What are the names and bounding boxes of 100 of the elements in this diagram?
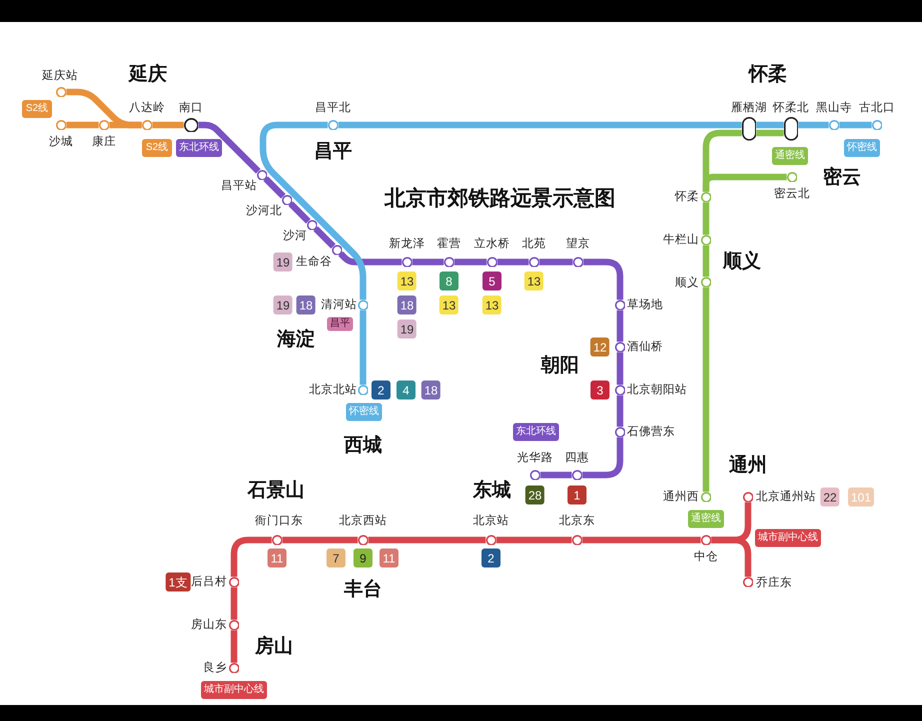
- line-number-tag: 4: [396, 380, 416, 400]
- station-name: 房山东: [191, 618, 227, 632]
- rail-line: [616, 395, 624, 427]
- district-name: 石景山: [248, 480, 304, 502]
- station-name: 牛栏山: [663, 233, 699, 247]
- rail-line: [582, 437, 624, 478]
- station-name: 立水桥: [474, 237, 510, 251]
- station-name: 密云北: [774, 187, 810, 201]
- station-name: 草场地: [627, 298, 663, 312]
- line-number-tag: 18: [397, 296, 417, 314]
- station-name: 北京站: [473, 514, 509, 528]
- line-number-tag: 2: [482, 548, 500, 568]
- line-number-tag: 1支: [166, 572, 190, 592]
- line-name-tag: 通密线: [772, 147, 808, 165]
- district-name: 怀柔: [749, 64, 787, 86]
- station-dot: [282, 194, 292, 206]
- line-number-tag: 13: [482, 296, 502, 314]
- station-name: 雁栖湖: [731, 101, 767, 115]
- district-name: 顺义: [723, 251, 761, 273]
- line-number-tag: 19: [397, 320, 417, 338]
- station-name: 昌平北: [315, 101, 351, 115]
- rail-line: [583, 258, 624, 300]
- station-name: 延庆站: [42, 69, 78, 83]
- line-name-tag: S2线: [22, 100, 52, 118]
- station-dot: [614, 384, 626, 396]
- line-number-tag: 18: [296, 296, 316, 314]
- line-number-tag: 19: [273, 296, 293, 314]
- station-name: 北京西站: [339, 514, 387, 528]
- district-name: 延庆: [129, 64, 167, 86]
- line-number-tag: 2: [372, 380, 390, 400]
- station-dot: [358, 300, 368, 310]
- line-name-tag: 昌平: [327, 317, 353, 331]
- station-name: 昌平站: [221, 179, 257, 193]
- station-dot: [786, 172, 798, 182]
- line-name-tag: 城市副中心线: [201, 681, 267, 699]
- rail-line: [282, 536, 358, 544]
- rail-line: [198, 122, 261, 174]
- rail-line: [702, 287, 710, 492]
- line-name-tag: 通密线: [688, 510, 724, 528]
- district-name: 东城: [473, 480, 511, 502]
- rail-line: [839, 122, 872, 128]
- station-dot: [328, 120, 338, 130]
- line-name-tag: 城市副中心线: [755, 529, 821, 547]
- interchange-ring: [184, 118, 198, 132]
- line-number-tag: 18: [421, 380, 441, 400]
- rail-line: [230, 536, 272, 577]
- station-dot: [444, 256, 454, 268]
- station-dot: [402, 256, 412, 268]
- line-number-tag: 11: [380, 548, 398, 568]
- station-dot: [332, 244, 342, 256]
- line-name-tag: 怀密线: [844, 139, 880, 157]
- station-name: 北京东: [559, 514, 595, 528]
- station-name: 北苑: [522, 237, 546, 251]
- station-name: 沙河: [283, 229, 307, 243]
- station-dot: [56, 86, 66, 98]
- station-dot: [828, 120, 840, 130]
- rail-line: [412, 258, 444, 266]
- map-title: 北京市郊铁路远景示意图: [384, 185, 616, 211]
- station-name: 后吕村: [191, 575, 227, 589]
- station-name: 四惠: [565, 451, 589, 465]
- bottom-band: [0, 705, 922, 721]
- station-dot: [228, 620, 240, 630]
- station-dot: [742, 492, 754, 502]
- rail-line: [582, 536, 701, 544]
- station-name: 沙河北: [246, 204, 282, 218]
- station-dot: [142, 120, 152, 130]
- rail-line: [338, 251, 402, 266]
- line-number-tag: 9: [354, 548, 372, 568]
- rail-line: [66, 122, 99, 128]
- station-dot: [700, 234, 712, 246]
- station-dot: [530, 470, 540, 480]
- station-dot: [614, 426, 626, 438]
- station-name: 良乡: [203, 661, 227, 675]
- line-number-tag: 12: [590, 338, 610, 356]
- rail-line: [360, 310, 366, 385]
- station-dot: [614, 300, 626, 310]
- district-name: 昌平: [314, 141, 352, 163]
- line-number-tag: 8: [440, 272, 458, 290]
- station-name: 霍营: [437, 237, 461, 251]
- station-name: 古北口: [859, 101, 895, 115]
- station-name: 新龙泽: [389, 237, 425, 251]
- district-name: 密云: [823, 167, 861, 189]
- station-name: 黑山寺: [816, 101, 852, 115]
- district-name: 西城: [344, 435, 382, 457]
- station-name: 康庄: [92, 135, 116, 149]
- rail-line: [711, 536, 752, 577]
- rail-line: [496, 536, 572, 544]
- station-name: 怀柔北: [773, 101, 809, 115]
- station-name: 顺义: [675, 276, 699, 290]
- rail-line: [313, 226, 336, 249]
- station-name: 通州西: [663, 490, 699, 504]
- district-name: 通州: [729, 455, 767, 477]
- line-name-tag: 怀密线: [346, 403, 382, 421]
- station-name: 北京朝阳站: [627, 383, 687, 397]
- rail-line: [288, 201, 311, 224]
- district-name: 海淀: [277, 329, 315, 351]
- rail-line: [263, 176, 286, 199]
- line-number-tag: 13: [439, 296, 459, 314]
- station-dot: [872, 120, 882, 130]
- station-name: 生命谷: [296, 255, 332, 269]
